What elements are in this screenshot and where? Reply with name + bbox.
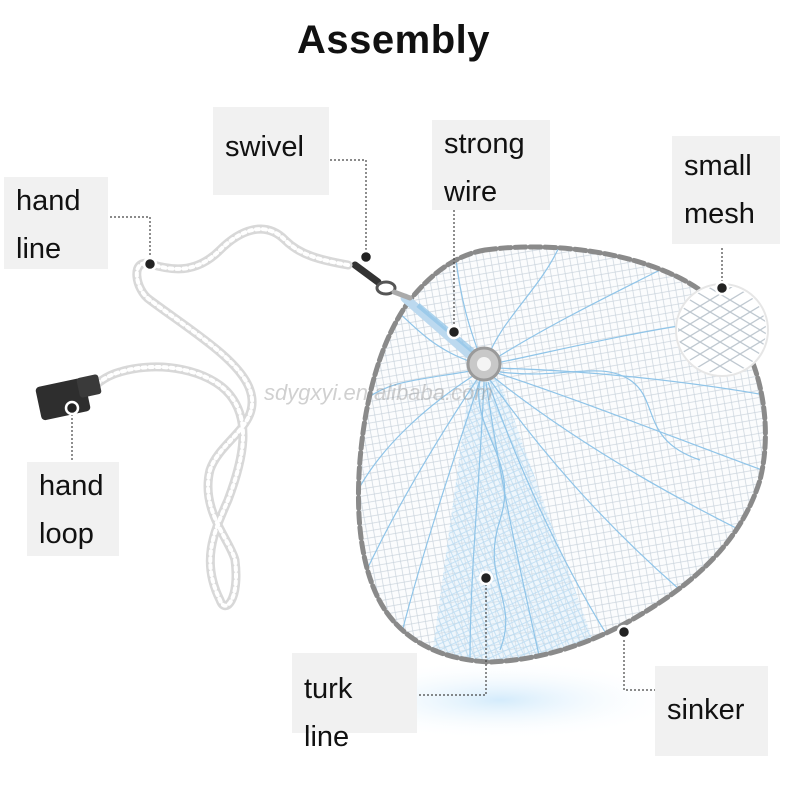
marker-strong-wire xyxy=(446,324,462,340)
marker-small-mesh xyxy=(714,280,730,296)
marker-sinker xyxy=(616,624,632,640)
markers xyxy=(64,249,730,640)
label-swivel: swivel xyxy=(213,107,329,195)
marker-hand-line xyxy=(142,256,158,272)
label-hand-line: hand line xyxy=(4,177,108,269)
label-small-mesh: small mesh xyxy=(672,136,780,244)
marker-swivel xyxy=(358,249,374,265)
marker-turk-line xyxy=(478,570,494,586)
hand-line-rope xyxy=(83,224,353,611)
label-turk-line: turk line xyxy=(292,653,417,753)
marker-hand-loop xyxy=(64,400,80,416)
label-sinker: sinker xyxy=(655,666,768,756)
swivel-part xyxy=(351,261,413,301)
label-hand-loop: hand loop xyxy=(27,462,119,556)
page-title: Assembly xyxy=(297,18,490,62)
label-strong-wire: strong wire xyxy=(432,120,550,210)
watermark: sdygxyi.en.alibaba.com xyxy=(264,380,493,405)
